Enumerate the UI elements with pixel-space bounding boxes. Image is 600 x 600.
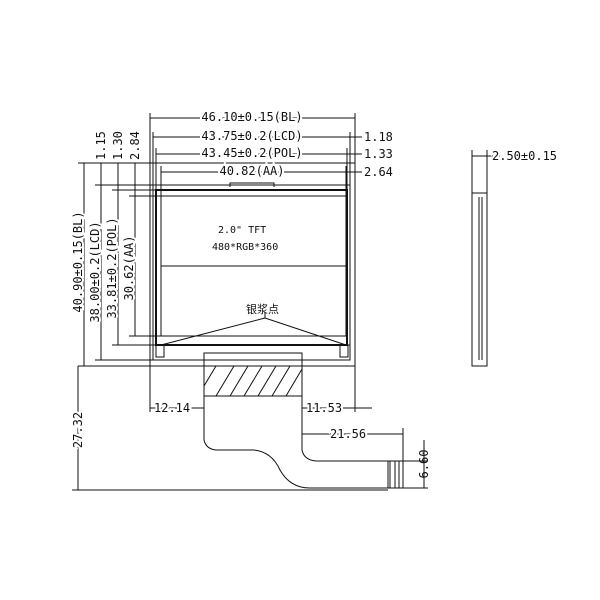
aa-width-label: 40.82(AA) bbox=[219, 164, 284, 178]
front-view bbox=[149, 162, 404, 489]
side-view bbox=[471, 150, 500, 367]
top-notch bbox=[229, 182, 275, 187]
bl-height-label: 40.90±0.15(BL) bbox=[71, 211, 85, 312]
silver-paste-label: 银浆点 bbox=[246, 302, 279, 316]
lcd-top-offset: 1.15 bbox=[94, 131, 108, 160]
fpc-tail-right-edge bbox=[301, 396, 390, 462]
vertical-dimensions bbox=[72, 162, 428, 491]
aa-right-offset: 2.64 bbox=[364, 165, 393, 179]
overall-height-label: 27.32 bbox=[71, 412, 85, 448]
fpc-tail-width: 6.60 bbox=[417, 450, 431, 479]
lcd-right-offset: 1.18 bbox=[364, 130, 393, 144]
aa-height-label: 30.62(AA) bbox=[122, 235, 136, 300]
lcd-height-label: 38.00±0.2(LCD) bbox=[88, 221, 102, 322]
panel-resolution-label: 480*RGB*360 bbox=[212, 242, 278, 253]
paste-leader-left bbox=[160, 317, 266, 346]
fpc-hatched-area bbox=[203, 365, 303, 397]
left-corner-tab bbox=[155, 344, 165, 358]
lcd-width-label: 43.75±0.2(LCD) bbox=[201, 129, 302, 143]
dimension-labels: 46.10±0.15(BL) 43.75±0.2(LCD) 43.45±0.2(… bbox=[69, 108, 559, 479]
fpc-right-offset: 11.53 bbox=[306, 401, 342, 415]
bl-width-label: 46.10±0.15(BL) bbox=[201, 110, 302, 124]
pol-right-offset: 1.33 bbox=[364, 147, 393, 161]
pol-top-offset: 1.30 bbox=[111, 131, 125, 160]
fpc-left-offset: 12.14 bbox=[154, 401, 190, 415]
paste-leader-right bbox=[264, 317, 347, 346]
pol-width-label: 43.45±0.2(POL) bbox=[201, 146, 302, 160]
horizontal-dimensions bbox=[149, 113, 404, 461]
pol-height-label: 33.81±0.2(POL) bbox=[105, 217, 119, 318]
panel-size-label: 2.0" TFT bbox=[218, 225, 266, 236]
fpc-hatch bbox=[203, 365, 303, 397]
right-corner-tab bbox=[339, 344, 349, 358]
lcd-outline bbox=[152, 184, 351, 361]
aa-top-offset: 2.84 bbox=[128, 131, 142, 160]
thickness-label: 2.50±0.15 bbox=[492, 149, 557, 163]
fpc-tail-length: 21.56 bbox=[330, 427, 366, 441]
side-outline bbox=[471, 192, 488, 367]
fpc-tail-left-edge bbox=[203, 396, 390, 489]
